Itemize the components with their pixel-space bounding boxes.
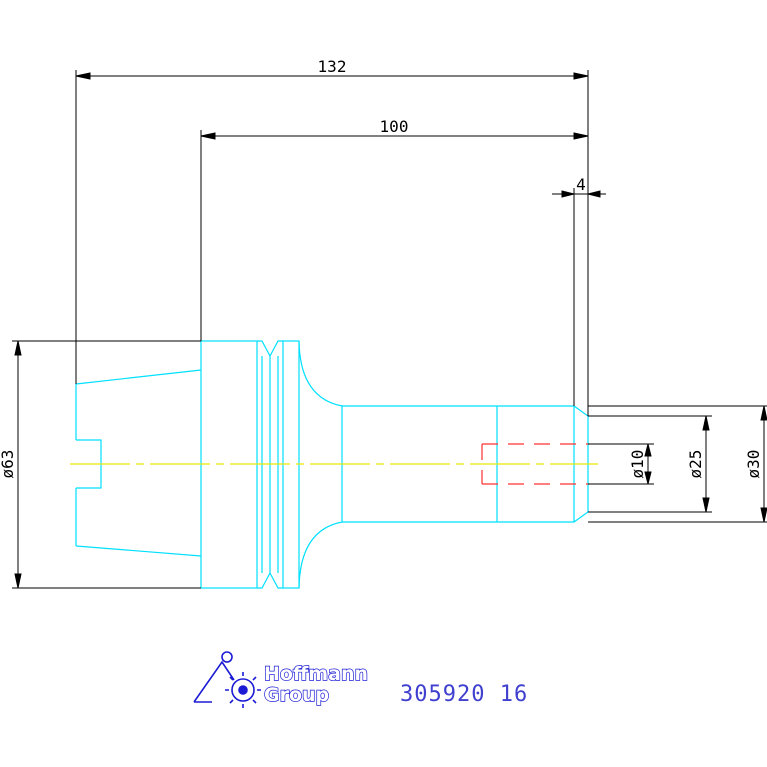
fillet-lower <box>298 521 343 589</box>
bore-hidden-lines <box>481 443 588 485</box>
logo-wordmark-line2: Group <box>264 684 329 706</box>
taper-body <box>75 369 202 557</box>
dim-chamfer: 4 <box>576 175 586 194</box>
dim-diameter-shank-small: ø25 <box>686 450 705 479</box>
dim-diameter-shank: ø30 <box>744 450 763 479</box>
hoffmann-logo-icon <box>193 651 261 708</box>
dim-diameter-bore: ø10 <box>628 450 647 479</box>
dimensions <box>12 70 767 589</box>
dim-overall-length: 132 <box>318 57 347 76</box>
part-number: 305920 16 <box>400 682 528 707</box>
dim-shank-length: 100 <box>380 117 409 136</box>
dim-diameter-flange: ø63 <box>0 450 17 479</box>
logo-wordmark-line1: Hoffmann <box>264 663 368 685</box>
fillet-upper <box>298 340 343 407</box>
